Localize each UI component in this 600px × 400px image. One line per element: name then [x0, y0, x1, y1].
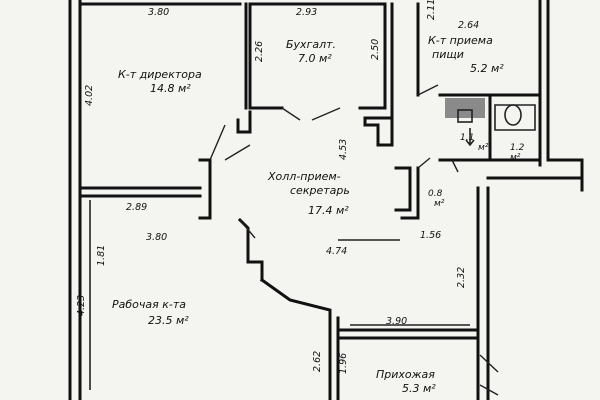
wall-right-main-2	[546, 0, 584, 192]
sink-shape	[494, 104, 536, 131]
door-director-2	[224, 144, 251, 161]
room-accountant-area: 7.0 м²	[298, 52, 332, 65]
room-wc2-unit: м²	[510, 153, 521, 163]
dim-181: 1.81	[96, 245, 107, 266]
dim-390: 3.90	[386, 316, 407, 327]
dim-232: 2.32	[456, 267, 467, 288]
toilet-fill	[445, 98, 485, 118]
wall-director-door-jamb	[236, 110, 252, 134]
room-closet-unit: м²	[434, 199, 445, 209]
dim-226: 2.26	[254, 41, 265, 62]
room-hall-label-2: секретарь	[290, 184, 350, 197]
wall-work-hall-3	[259, 277, 332, 400]
room-entry-area: 5.3 м²	[402, 382, 436, 395]
door-entry-2	[479, 384, 499, 396]
wall-work-hall-2	[237, 217, 264, 282]
dim-380-top: 3.80	[148, 7, 169, 18]
room-director-area: 14.8 м²	[150, 82, 191, 95]
wc-arrow	[465, 128, 475, 147]
wall-hall-upper	[363, 116, 394, 147]
dim-250: 2.50	[370, 39, 381, 60]
wall-work-hall-1	[198, 158, 212, 220]
wall-closet	[400, 166, 420, 220]
outer-walls	[68, 0, 584, 400]
wall-closet-2	[394, 166, 412, 212]
dim-289: 2.89	[126, 202, 147, 213]
room-wc2-value: 1.2	[510, 143, 525, 153]
door-entry	[479, 354, 499, 373]
toilet-bowl	[504, 104, 522, 126]
wall-accountant-meal	[358, 2, 387, 110]
room-hall-area: 17.4 м²	[308, 204, 349, 217]
dimension-labels: 3.80 2.93 2.64 2.11 2.26 2.50 4.02 4.53 …	[76, 0, 479, 374]
door-meal	[417, 84, 439, 96]
dim-262: 2.62	[312, 351, 323, 372]
dim-264: 2.64	[458, 20, 479, 31]
room-wc1-value: 1.1	[460, 133, 474, 143]
room-meal-area: 5.2 м²	[470, 62, 504, 75]
wall-director-accountant-2	[248, 2, 284, 110]
toilet-tank	[457, 109, 473, 123]
door-accountant	[281, 107, 301, 121]
dim-402: 4.02	[84, 85, 95, 106]
room-accountant-label: Бухгалт.	[286, 38, 336, 51]
dim-474: 4.74	[326, 246, 347, 257]
room-director-label: К-т директора	[118, 68, 202, 81]
dim-380-work: 3.80	[146, 232, 167, 243]
room-work-area: 23.5 м²	[148, 314, 189, 327]
dimension-lines	[89, 200, 470, 390]
room-closet-value: 0.8	[428, 189, 443, 199]
door-director	[209, 124, 226, 161]
room-meal-label-1: К-т приема	[428, 34, 493, 47]
interior-walls	[78, 2, 542, 400]
room-meal-label-2: пищи	[432, 48, 464, 61]
room-work-label: Рабочая к-та	[112, 298, 186, 311]
door-wc	[451, 159, 459, 173]
fixtures	[445, 98, 536, 147]
dim-211: 2.11	[426, 0, 437, 20]
door-accountant-2	[311, 107, 341, 121]
dim-293-top: 2.93	[296, 7, 317, 18]
dim-453: 4.53	[338, 139, 349, 160]
dim-156: 1.56	[420, 230, 441, 241]
room-entry-label: Прихожая	[376, 368, 435, 381]
dim-196: 1.96	[338, 353, 349, 374]
dim-423: 4.23	[76, 295, 87, 316]
room-wc1-unit: м²	[478, 143, 489, 153]
room-labels: К-т директора 14.8 м² Бухгалт. 7.0 м² К-…	[112, 34, 525, 395]
room-hall-label-1: Холл-прием-	[267, 170, 341, 183]
doors	[209, 84, 499, 396]
door-closet	[417, 157, 431, 169]
door-work	[239, 219, 256, 239]
